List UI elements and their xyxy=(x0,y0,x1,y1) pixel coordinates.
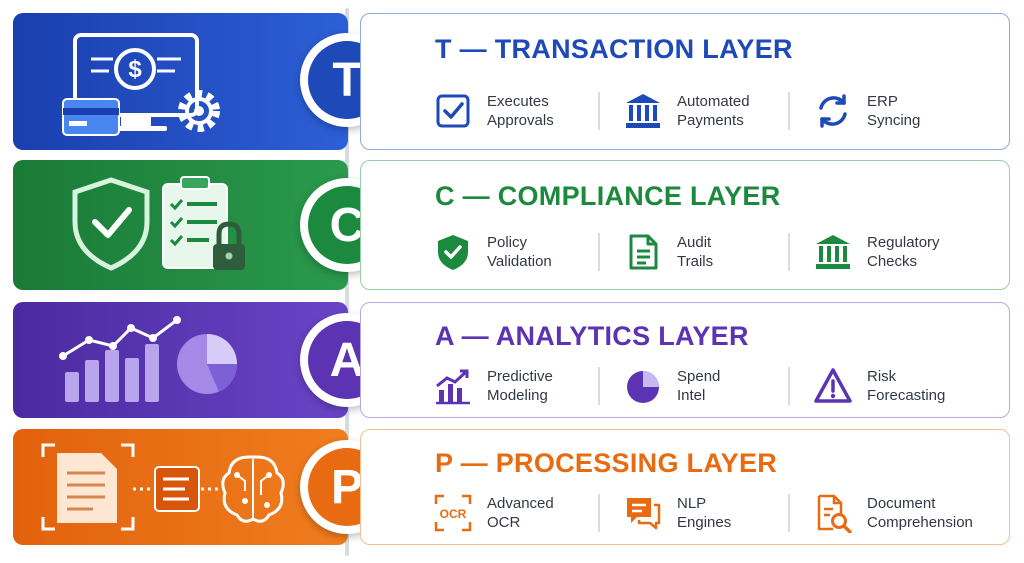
bank-icon xyxy=(626,94,660,128)
feature-regulatory-checks: Regulatory Checks xyxy=(813,225,940,279)
credit-card-icon xyxy=(62,98,120,136)
ocr-icon: OCR xyxy=(434,494,472,532)
divider xyxy=(598,233,600,271)
card-transaction: T — TRANSACTION LAYER Executes Approvals xyxy=(360,13,1010,150)
feature-policy-validation: Policy Validation xyxy=(433,225,552,279)
bank-icon xyxy=(816,235,850,269)
divider xyxy=(598,367,600,405)
scan-document-icon xyxy=(41,443,135,531)
divider xyxy=(598,494,600,532)
illustration-panel-analytics xyxy=(13,302,348,418)
divider xyxy=(788,92,790,130)
feature-label: Regulatory Checks xyxy=(867,234,940,270)
card-compliance: C — COMPLIANCE LAYER Policy Validation xyxy=(360,160,1010,290)
text-lines-icon xyxy=(154,466,200,512)
feature-document-comprehension: Document Comprehension xyxy=(813,486,973,540)
feature-predictive-modeling: Predictive Modeling xyxy=(433,359,553,413)
layer-compliance: C C — COMPLIANCE LAYER Policy Validation xyxy=(0,160,1024,290)
feature-label: Risk Forecasting xyxy=(867,368,946,404)
feature-executes-approvals: Executes Approvals xyxy=(433,84,554,138)
feature-label: Policy Validation xyxy=(487,234,552,270)
title-analytics: A — ANALYTICS LAYER xyxy=(435,321,749,351)
illustration-panel-transaction: $ xyxy=(13,13,348,150)
layer-analytics: A A — ANALYTICS LAYER Predictive Modelin… xyxy=(0,302,1024,418)
feature-label: Predictive Modeling xyxy=(487,368,553,404)
divider xyxy=(598,92,600,130)
divider xyxy=(788,233,790,271)
line-trend-icon xyxy=(59,316,181,360)
brain-circuit-icon xyxy=(221,455,285,523)
document-icon xyxy=(629,234,658,270)
feature-label: Automated Payments xyxy=(677,93,750,129)
warning-triangle-icon xyxy=(814,368,852,403)
title-processing: P — PROCESSING LAYER xyxy=(435,448,778,478)
pie-chart-icon xyxy=(627,371,659,403)
dollar-icon: $ xyxy=(114,48,156,90)
divider xyxy=(788,494,790,532)
feature-risk-forecasting: Risk Forecasting xyxy=(813,359,945,413)
divider xyxy=(788,367,790,405)
feature-label: Executes Approvals xyxy=(487,93,554,129)
padlock-icon xyxy=(213,221,245,270)
feature-label: Advanced OCR xyxy=(487,495,554,531)
svg-text:$: $ xyxy=(128,56,142,83)
pie-chart-icon xyxy=(177,334,238,394)
computer-monitor-icon xyxy=(73,33,199,131)
feature-label: Document Comprehension xyxy=(867,495,973,531)
title-compliance: C — COMPLIANCE LAYER xyxy=(435,181,781,211)
clipboard-checklist-icon xyxy=(162,176,228,269)
feature-spend-intel: Spend Intel xyxy=(623,359,720,413)
layer-transaction: $ T T — TRANSACTION LAYER xyxy=(0,13,1024,150)
sync-icon xyxy=(819,94,847,128)
growth-chart-icon xyxy=(436,369,470,405)
card-processing: P — PROCESSING LAYER OCR Advanced OCR xyxy=(360,429,1010,545)
shield-check-icon xyxy=(72,177,150,271)
feature-automated-payments: Automated Payments xyxy=(623,84,750,138)
layer-processing: P P — PROCESSING LAYER OCR Advanced OCR xyxy=(0,429,1024,545)
ocr-text: OCR xyxy=(440,507,467,521)
document-search-icon xyxy=(817,494,852,533)
feature-label: NLP Engines xyxy=(677,495,732,531)
feature-erp-syncing: ERP Syncing xyxy=(813,84,920,138)
feature-label: ERP Syncing xyxy=(867,93,921,129)
chat-bubble-icon xyxy=(627,498,661,530)
feature-audit-trails: Audit Trails xyxy=(623,225,713,279)
feature-label: Audit Trails xyxy=(677,234,714,270)
bar-chart-icon xyxy=(65,344,159,402)
shield-check-icon xyxy=(438,235,468,270)
illustration-panel-compliance xyxy=(13,160,348,290)
illustration-panel-processing xyxy=(13,429,348,545)
feature-advanced-ocr: OCR Advanced OCR xyxy=(433,486,554,540)
card-analytics: A — ANALYTICS LAYER Predictive Modeling xyxy=(360,302,1010,418)
feature-label: Spend Intel xyxy=(677,368,721,404)
title-transaction: T — TRANSACTION LAYER xyxy=(435,34,793,64)
gear-icon xyxy=(178,90,220,132)
feature-nlp-engines: NLP Engines xyxy=(623,486,731,540)
check-square-icon xyxy=(436,94,470,128)
